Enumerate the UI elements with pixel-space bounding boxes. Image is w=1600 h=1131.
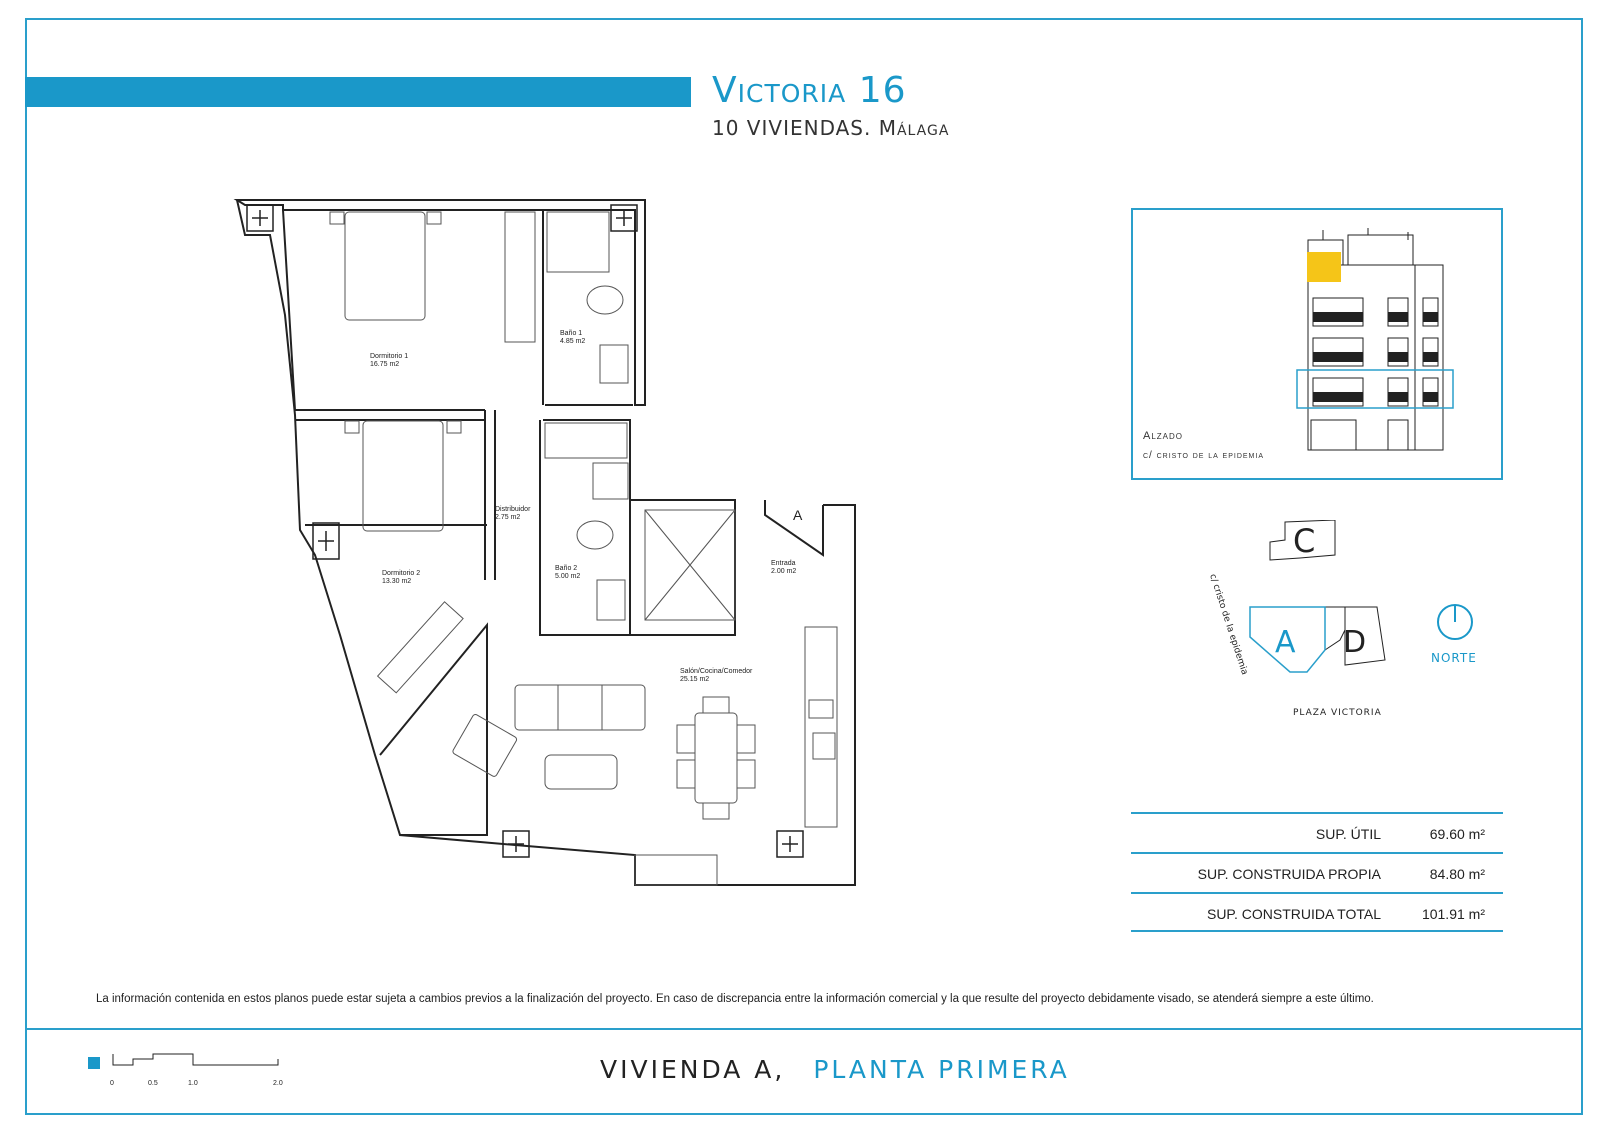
area-label: SUP. ÚTIL (1315, 826, 1381, 842)
scale-bar: 0 0.5 1.0 2.0 (88, 1053, 283, 1087)
scale-tick: 2.0 (273, 1080, 283, 1087)
highlight-floor (1296, 369, 1454, 409)
room-area: 13.30 m2 (382, 578, 411, 585)
scale-marker-icon (88, 1057, 100, 1069)
room-name: Dormitorio 2 (382, 570, 420, 577)
footer-divider (25, 1028, 1583, 1030)
footer-floor: PLANTA PRIMERA (813, 1055, 1070, 1084)
area-row: SUP. CONSTRUIDA PROPIA 84.80 m² (1131, 852, 1503, 892)
highlight-window (1307, 252, 1341, 282)
location-keymap: C A D c/ cristo de la epidemia PLAZA VIC… (1207, 520, 1477, 718)
room-area: 5.00 m2 (555, 573, 580, 580)
unit-c-label: C (1293, 522, 1315, 560)
area-row: SUP. ÚTIL 69.60 m² (1131, 812, 1503, 852)
elevation-box: Alzado c/ cristo de la epidemia (1131, 208, 1503, 480)
room-area: 25.15 m2 (680, 676, 709, 683)
room-area: 16.75 m2 (370, 361, 399, 368)
disclaimer-text: La información contenida en estos planos… (96, 993, 1374, 1005)
footer-title: VIVIENDA A, PLANTA PRIMERA (600, 1055, 1070, 1084)
room-area: 4.85 m2 (560, 338, 585, 345)
area-value: 84.80 m² (1429, 866, 1485, 882)
project-subtitle: 10 VIVIENDAS. Málaga (712, 116, 950, 140)
room-name: Baño 1 (560, 330, 582, 337)
room-name: Distribuidor (495, 506, 531, 513)
area-row: SUP. CONSTRUIDA TOTAL 101.91 m² (1131, 892, 1503, 932)
area-label: SUP. CONSTRUIDA TOTAL (1206, 906, 1381, 922)
room-name: Entrada (771, 560, 796, 567)
footer-unit: VIVIENDA A, (600, 1055, 786, 1084)
north-label: NORTE (1431, 651, 1477, 665)
scale-tick: 0.5 (148, 1080, 158, 1087)
unit-marker: A (793, 507, 803, 523)
floor-plan: Dormitorio 1 16.75 m2 Baño 1 4.85 m2 Dor… (233, 199, 856, 886)
room-area: 2.00 m2 (771, 568, 796, 575)
scale-tick: 1.0 (188, 1080, 198, 1087)
room-name: Salón/Cocina/Comedor (680, 668, 753, 675)
area-table: SUP. ÚTIL 69.60 m² SUP. CONSTRUIDA PROPI… (1131, 812, 1503, 932)
keymap-square: PLAZA VICTORIA (1293, 708, 1382, 718)
area-value: 101.91 m² (1421, 906, 1485, 922)
north-arrow-icon (1437, 604, 1473, 640)
room-name: Dormitorio 1 (370, 353, 408, 360)
unit-d-label: D (1343, 625, 1366, 660)
elevation-title: Alzado (1143, 430, 1184, 442)
project-title: Victoria 16 (712, 70, 907, 111)
keymap-street: c/ cristo de la epidemia (1207, 573, 1249, 676)
elevation-drawing (1296, 228, 1454, 451)
area-label: SUP. CONSTRUIDA PROPIA (1197, 866, 1381, 882)
elevation-street: c/ cristo de la epidemia (1143, 450, 1265, 461)
area-value: 69.60 m² (1429, 826, 1485, 842)
scale-tick: 0 (110, 1080, 114, 1087)
room-area: 2.75 m2 (495, 514, 520, 521)
header-bar (25, 77, 691, 107)
room-name: Baño 2 (555, 565, 577, 572)
unit-a-label: A (1275, 625, 1296, 660)
page-frame (25, 18, 1583, 1115)
